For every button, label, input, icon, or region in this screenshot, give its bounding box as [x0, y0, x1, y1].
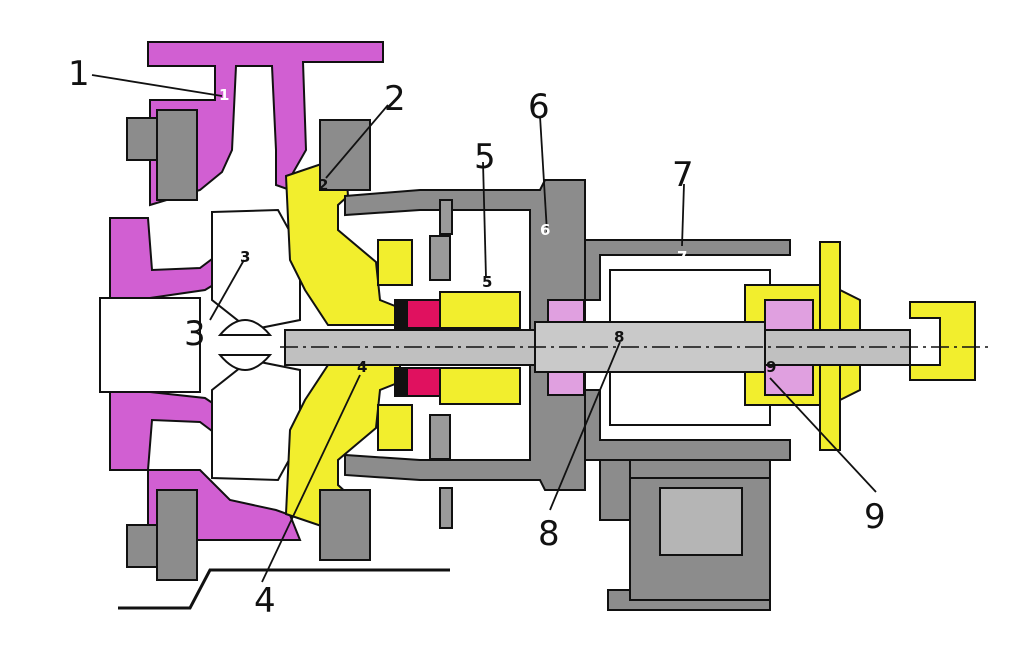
inner-label-6: 6	[540, 221, 550, 239]
callout-2: 2	[384, 79, 406, 119]
inner-part-labels: 1 2 3 4 5 6 7 8 9	[219, 86, 776, 376]
inner-label-7: 7	[677, 248, 687, 266]
callout-6: 6	[528, 87, 550, 127]
casing-inlet	[99, 297, 201, 393]
inner-label-5: 5	[482, 273, 492, 291]
flange-bolts	[126, 109, 371, 581]
back-cover	[284, 154, 413, 536]
inner-label-9: 9	[766, 358, 776, 376]
base-plate	[118, 568, 450, 610]
inner-label-4: 4	[357, 358, 367, 376]
inner-label-3: 3	[240, 248, 250, 266]
leader-lines	[91, 74, 877, 583]
callout-5: 5	[474, 137, 496, 177]
support-foot	[629, 477, 771, 601]
inner-label-1: 1	[219, 86, 229, 104]
inner-label-2: 2	[318, 176, 328, 194]
callout-9: 9	[864, 497, 886, 537]
callout-8: 8	[538, 514, 560, 554]
callout-4: 4	[254, 581, 276, 621]
callout-3: 3	[184, 314, 206, 354]
impeller	[211, 208, 301, 482]
shaft	[280, 321, 990, 373]
mechanical-seal	[394, 291, 521, 405]
inner-label-8: 8	[614, 328, 624, 346]
gland-bolts	[429, 199, 453, 529]
callout-7: 7	[672, 155, 694, 195]
callout-1: 1	[68, 54, 90, 94]
callout-numbers: 1 2 3 4 5 6 7 8 9	[68, 54, 886, 621]
